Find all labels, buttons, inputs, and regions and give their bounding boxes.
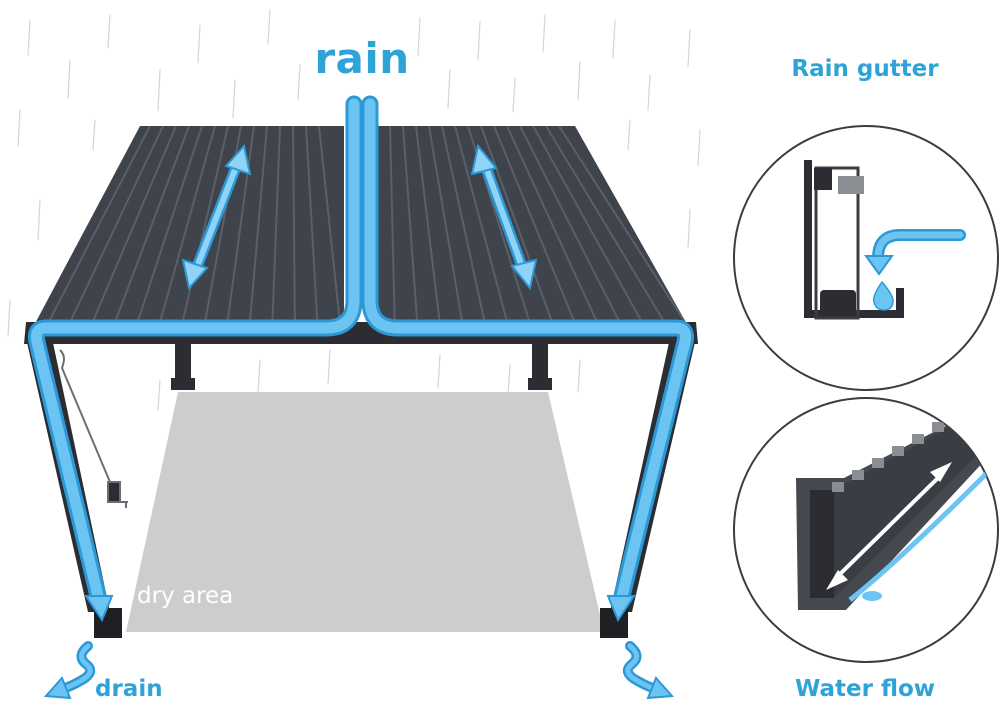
rain-streaks xyxy=(7,9,701,411)
flow-arrow-start-icon xyxy=(826,570,848,590)
drain-arrow-right xyxy=(622,641,675,700)
water-flow-label: Water flow xyxy=(794,676,936,702)
back-post-left xyxy=(175,338,191,386)
dry-area-label: dry area xyxy=(137,583,234,609)
dry-area xyxy=(126,392,604,632)
water-flow-detail xyxy=(733,397,999,663)
roof-panel-left xyxy=(30,126,344,333)
drain-label: drain xyxy=(95,676,163,702)
water-drop-icon xyxy=(872,280,894,311)
drain-arrow-left xyxy=(43,641,96,700)
crank-handle xyxy=(59,349,128,508)
back-post-right xyxy=(532,338,548,386)
flow-arrow-end-icon xyxy=(930,462,952,482)
down-arrow-left xyxy=(84,595,114,623)
roof-panel-right xyxy=(378,126,692,333)
rain-gutter-detail xyxy=(733,125,999,391)
water-flow-path xyxy=(27,95,695,605)
louver-arrow-left xyxy=(181,143,252,291)
rain-label: rain xyxy=(314,34,410,83)
down-arrow-right xyxy=(606,595,636,623)
gutter-down-arrow-icon xyxy=(864,255,894,276)
rain-gutter-label: Rain gutter xyxy=(791,56,939,82)
louver-arrow-right xyxy=(470,143,538,291)
